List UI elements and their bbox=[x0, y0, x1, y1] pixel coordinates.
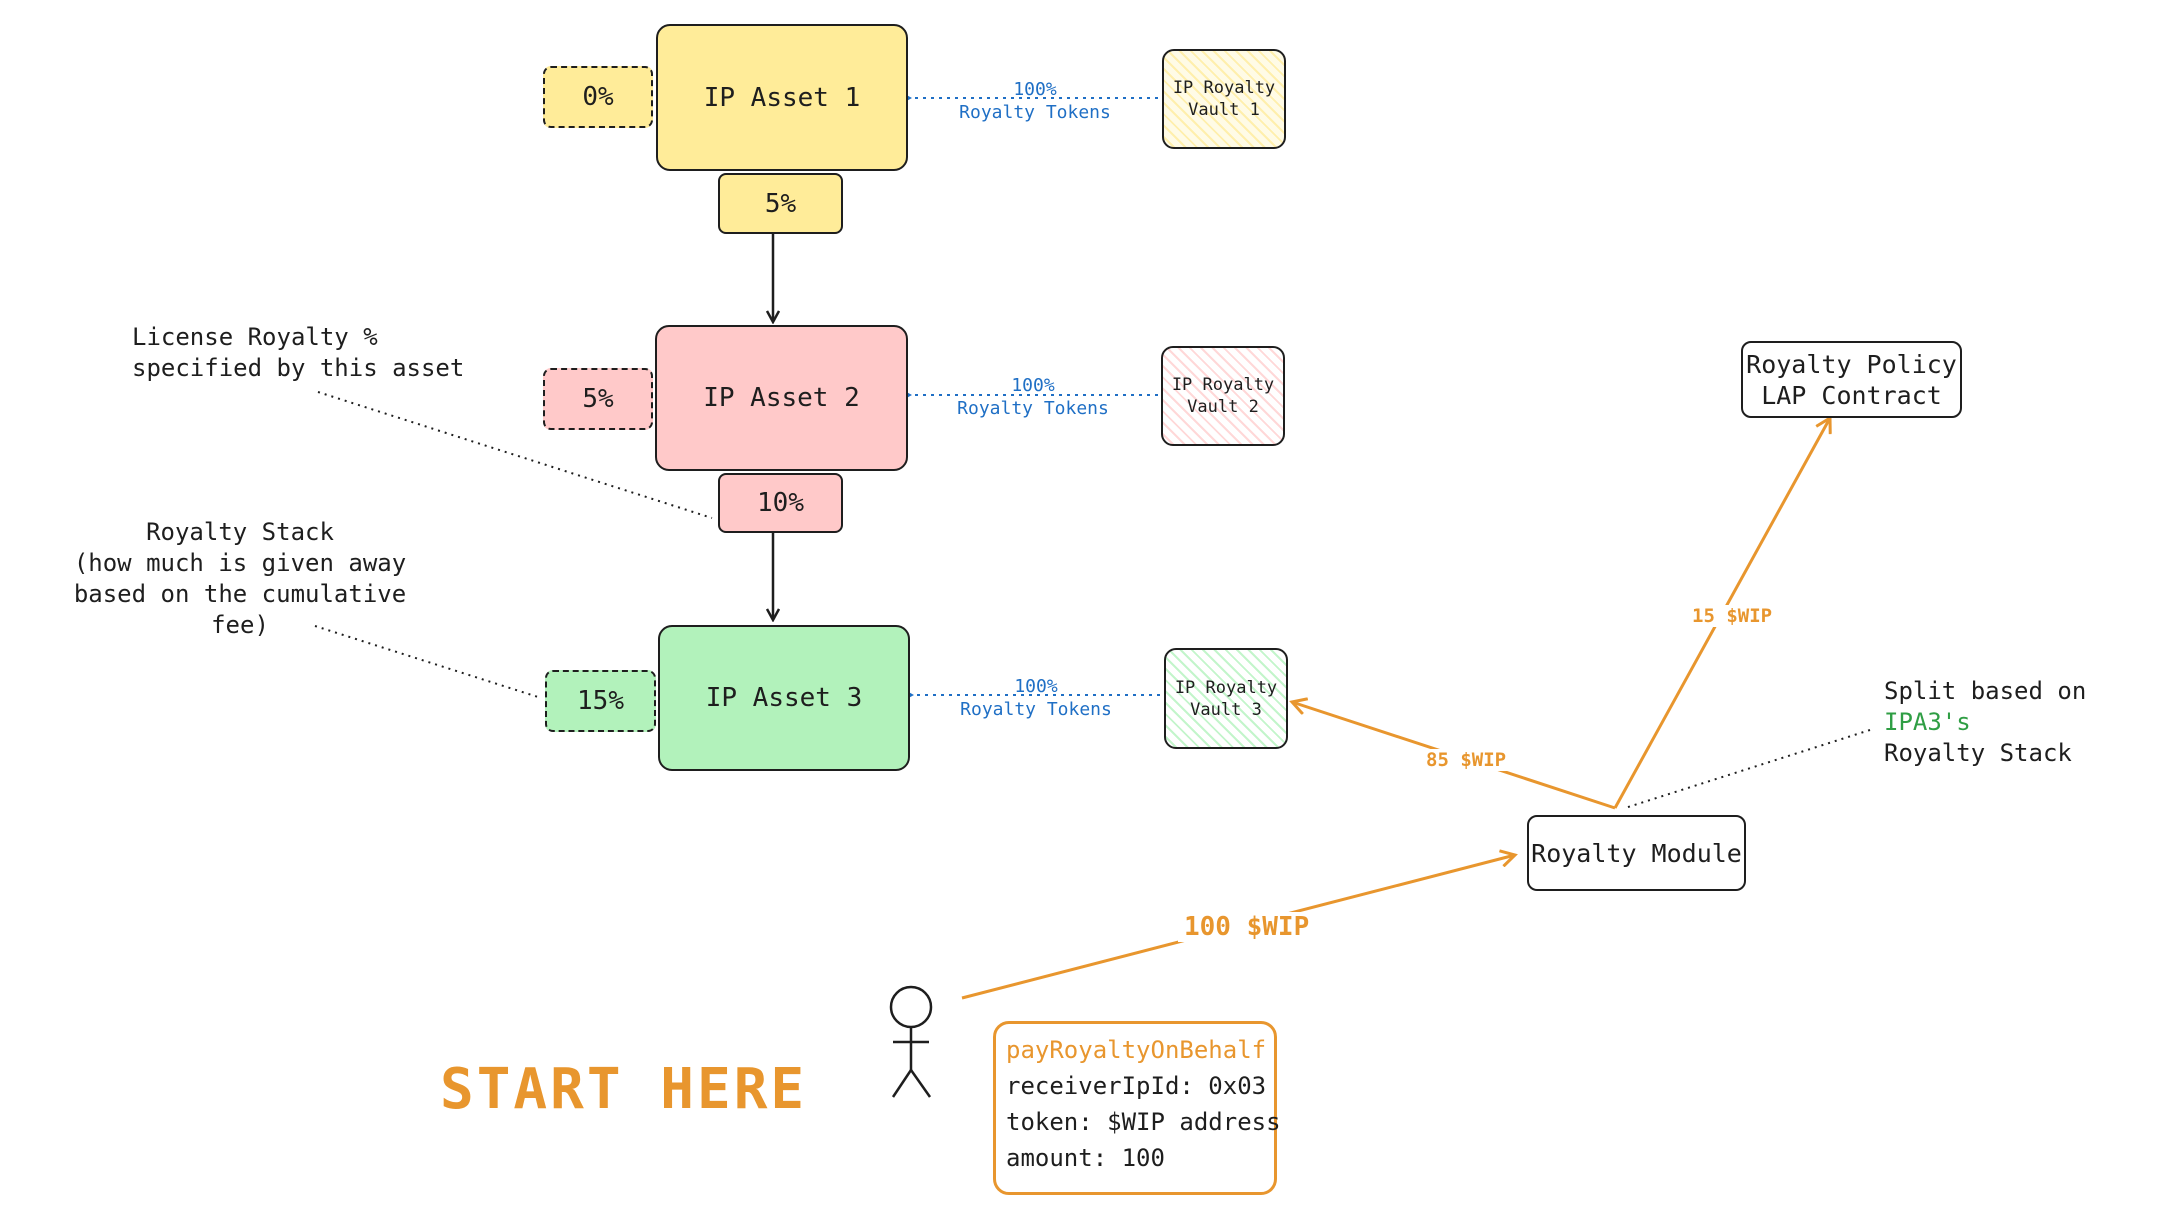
split-note-suffix: Royalty Stack bbox=[1884, 739, 2072, 767]
royalty-module[interactable]: Royalty Module bbox=[1527, 815, 1746, 891]
start-here-label: START HERE bbox=[440, 1057, 808, 1122]
flow-15-label: 15 $WIP bbox=[1688, 605, 1777, 627]
royalty-policy-label: Royalty Policy LAP Contract bbox=[1746, 349, 1957, 410]
payment-label: 100 $WIP bbox=[1178, 912, 1316, 942]
royalty-module-label: Royalty Module bbox=[1531, 838, 1742, 868]
vault-2-tokens-label: 100% Royalty Tokens bbox=[957, 375, 1109, 419]
ip-asset-2-label: IP Asset 2 bbox=[703, 383, 860, 413]
vault-1-label: IP Royalty Vault 1 bbox=[1172, 78, 1276, 120]
ip-royalty-vault-2[interactable]: IP Royalty Vault 2 bbox=[1161, 346, 1285, 446]
ip-asset-2-license-royalty: 10% bbox=[718, 473, 843, 533]
call-function-name: payRoyaltyOnBehalf bbox=[1006, 1036, 1267, 1064]
ip-asset-1-license-royalty: 5% bbox=[718, 173, 843, 234]
ip-asset-1-stack-value: 0% bbox=[582, 82, 614, 112]
ip-asset-2[interactable]: IP Asset 2 bbox=[655, 325, 908, 471]
ip-royalty-vault-3[interactable]: IP Royalty Vault 3 bbox=[1164, 648, 1288, 749]
license-note-leader bbox=[317, 391, 713, 519]
ip-asset-1-royalty-stack: 0% bbox=[543, 66, 653, 128]
vault-3-tokens-label: 100% Royalty Tokens bbox=[960, 676, 1112, 720]
ip-asset-3[interactable]: IP Asset 3 bbox=[658, 625, 910, 771]
split-note-prefix: Split based on bbox=[1884, 677, 2087, 705]
split-note: Split based on IPA3's Royalty Stack bbox=[1884, 676, 2164, 769]
vault-2-label: IP Royalty Vault 2 bbox=[1171, 375, 1275, 417]
license-royalty-note: License Royalty % specified by this asse… bbox=[132, 323, 465, 382]
call-param-token: token: $WIP address bbox=[1006, 1108, 1281, 1136]
ip-asset-1-label: IP Asset 1 bbox=[703, 82, 861, 113]
split-note-leader bbox=[1624, 729, 1871, 809]
call-param-amount: amount: 100 bbox=[1006, 1144, 1165, 1172]
ip-asset-2-license-value: 10% bbox=[757, 488, 804, 518]
split-note-highlight: IPA3's bbox=[1884, 708, 1971, 736]
ip-asset-3-stack-value: 15% bbox=[577, 686, 624, 716]
royalty-stack-note: Royalty Stack (how much is given away ba… bbox=[73, 518, 407, 639]
ip-asset-2-royalty-stack: 5% bbox=[543, 368, 653, 430]
pay-royalty-call-box[interactable]: payRoyaltyOnBehalf receiverIpId: 0x03 to… bbox=[993, 1021, 1281, 1195]
ip-royalty-vault-1[interactable]: IP Royalty Vault 1 bbox=[1162, 49, 1286, 149]
call-param-receiver: receiverIpId: 0x03 bbox=[1006, 1072, 1267, 1100]
ip-asset-2-stack-value: 5% bbox=[582, 384, 614, 414]
ip-asset-3-label: IP Asset 3 bbox=[705, 683, 863, 713]
ip-asset-1-license-value: 5% bbox=[764, 188, 797, 219]
royalty-policy-lap-contract[interactable]: Royalty Policy LAP Contract bbox=[1741, 341, 1962, 418]
flow-85-label: 85 $WIP bbox=[1422, 749, 1511, 771]
ip-asset-3-royalty-stack: 15% bbox=[545, 670, 656, 732]
user-stick-figure-icon bbox=[889, 985, 933, 1098]
vault-1-tokens-label: 100% Royalty Tokens bbox=[959, 79, 1111, 123]
vault-3-label: IP Royalty Vault 3 bbox=[1174, 677, 1278, 720]
ip-asset-1[interactable]: IP Asset 1 bbox=[656, 24, 908, 171]
